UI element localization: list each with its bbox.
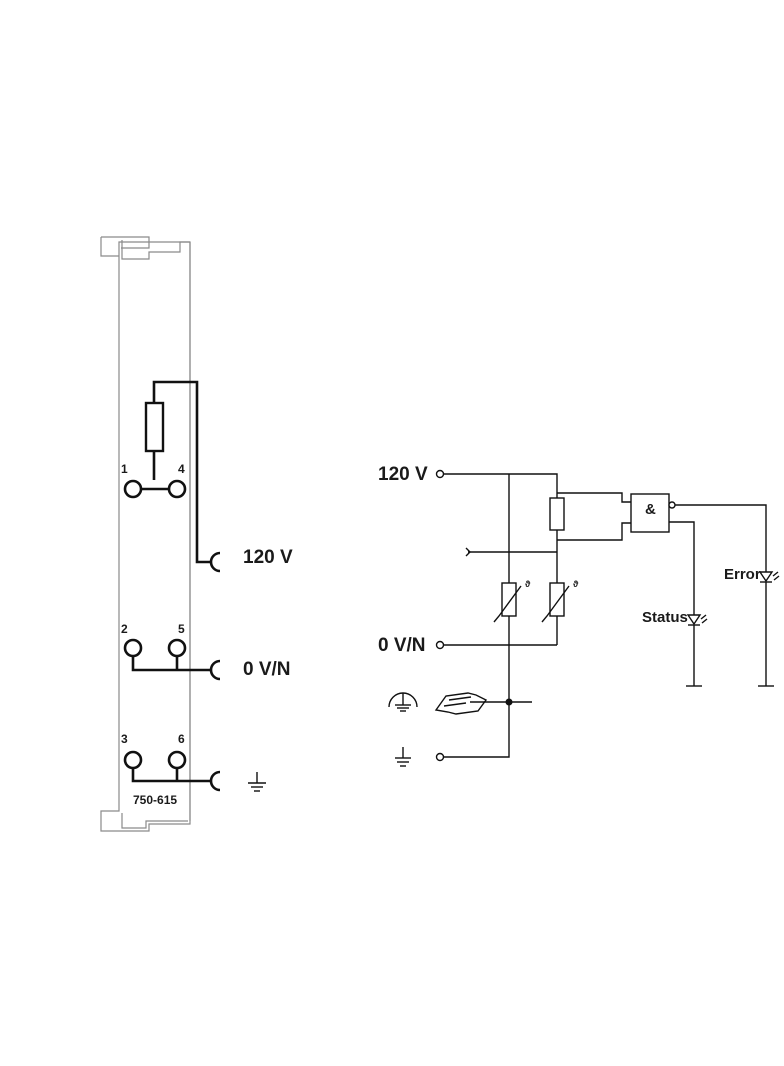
terminal-label-6: 6 [178,732,185,746]
and-gate-inverter [668,501,676,509]
schematic-labels: 120 V 0 V/N & Status Error [378,464,761,656]
terminal-1[interactable] [123,479,143,499]
terminal-6[interactable] [167,750,187,770]
connector-ground-icon [209,770,221,792]
terminal-label-2: 2 [121,622,128,636]
and-gate-label: & [645,501,656,518]
schematic-label-120v: 120 V [378,464,428,485]
terminal-label-1: 1 [121,462,128,476]
schematic-ground-icon [395,747,411,767]
schematic-fuse-icon [549,497,565,531]
schematic-wiring: ϑ ϑ [388,469,780,767]
junction-dot [505,698,513,706]
schematic-terminal-0vn [435,640,445,650]
schematic-label-0vn: 0 V/N [378,635,426,656]
schematic-terminal-120v [435,469,445,479]
din-rail-icon [434,692,488,715]
module-label-0vn: 0 V/N [243,659,291,680]
status-label: Status [642,609,688,626]
varistor-1-mark: ϑ [525,579,531,589]
module-wiring [123,380,266,792]
error-led-icon [758,571,780,687]
part-number: 750-615 [133,793,177,807]
terminal-3[interactable] [123,750,143,770]
schematic-terminal-ground [435,752,445,762]
varistor-2-icon [541,582,570,623]
terminal-label-3: 3 [121,732,128,746]
module-housing [100,236,191,832]
terminal-5[interactable] [167,638,187,658]
fuse-icon [144,401,165,453]
protective-earth-icon [248,772,266,792]
terminal-label-4: 4 [178,462,185,476]
module-labels: 1 4 2 5 3 6 120 V 0 V/N 750-615 [121,462,293,807]
connector-0vn-icon [209,659,221,681]
error-label: Error [724,566,761,583]
varistor-2-mark: ϑ [573,579,579,589]
module-label-120v: 120 V [243,547,293,568]
terminal-2[interactable] [123,638,143,658]
varistor-1-icon [493,582,522,623]
terminal-4[interactable] [167,479,187,499]
status-led-icon [686,614,708,687]
connector-120v-icon [209,551,221,573]
terminal-label-5: 5 [178,622,185,636]
chassis-earth-icon [388,692,418,712]
and-gate [630,493,670,533]
